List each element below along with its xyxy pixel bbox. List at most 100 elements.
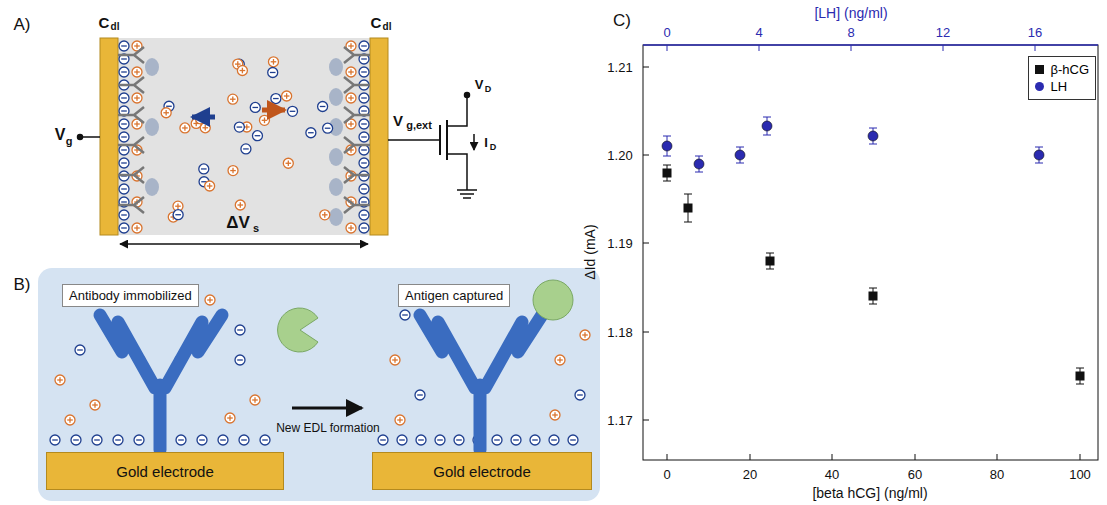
signal-name: V [393,113,403,128]
scatter-chart [643,45,1098,460]
antibody [118,47,144,63]
drawing-path [100,315,222,450]
drawing-line [201,168,207,169]
drawing-circle [271,94,281,104]
drawing-circle [320,210,330,220]
anion [271,94,281,104]
anion [359,119,369,129]
antibody [344,167,370,183]
anion [119,93,129,103]
drawing-line [643,44,1098,46]
cation [259,115,269,125]
tick-label: 40 [825,468,839,481]
anion [250,102,260,112]
anion [323,123,333,133]
drawing-line [570,439,576,440]
drawing-circle [119,67,129,77]
drawing-line [136,225,137,231]
drawing-g [667,45,1035,51]
drawing-line [456,439,462,440]
cation [205,181,215,191]
drawing-line [237,126,243,127]
drawing-line [290,111,296,112]
anion [397,435,407,445]
drawing-line [667,454,668,460]
tick-label: 1.18 [607,326,632,339]
anion [199,164,209,174]
drawing-line [242,68,243,74]
legend-marker [1035,82,1044,91]
drawing-line [199,439,205,440]
antigen [329,208,343,226]
drawing-line [241,439,247,440]
data-point [762,121,772,131]
drawing-circle [180,123,190,133]
drawing-line [237,359,243,360]
gold-electrode: Gold electrode [372,452,592,490]
drawing-circle [259,115,269,125]
legend: β-hCGLH [1028,56,1096,100]
drawing-circle [197,435,207,445]
drawing-circle [65,415,75,425]
drawing-line [262,439,268,440]
cation [395,415,405,425]
panel-letter: B) [14,276,31,293]
drawing-line [667,45,668,51]
drawing-line [273,98,279,99]
cation [228,166,238,176]
drawing-circle [173,210,183,220]
anion [119,223,129,233]
drawing-circle [359,132,369,142]
antigen [145,178,159,196]
drawing-rect [643,45,1098,460]
drawing-circle [71,435,81,445]
drawing-line [325,128,331,129]
antigen [329,178,343,196]
drawing-circle [205,295,215,305]
anion [92,435,102,445]
antigen [145,58,159,76]
anion [511,435,521,445]
anion [218,435,228,445]
anion [176,435,186,445]
subscript: D [485,85,492,94]
drawing-circle [359,67,369,77]
drawing-line [243,148,249,149]
drawing-circle [75,345,85,355]
drawing-circle [252,131,262,141]
drawing-line [69,417,70,423]
drawing-circle [237,66,247,76]
anion [359,93,369,103]
drawing-line [350,43,351,49]
anion [359,184,369,194]
drawing-line [254,397,255,403]
tick-label: 0 [663,26,670,39]
drawing-circle [228,166,238,176]
antibody [100,315,542,450]
drawing-line [559,357,560,363]
drawing-line [220,439,226,440]
tick-label: 8 [847,26,854,39]
drawing-path [344,197,370,213]
drawing-circle [346,93,356,103]
drawing-path [344,107,370,123]
anion [359,158,369,168]
drawing-line [255,135,261,136]
drawing-line [232,168,233,174]
cation [161,108,171,118]
data-point [1034,150,1044,160]
cation [132,67,142,77]
drawing-circle [268,67,278,77]
axis-title: ΔId (mA) [583,224,597,279]
drawing-line [361,149,367,150]
drawing-line [94,402,95,408]
cation [282,91,292,101]
data-point [684,204,693,213]
drawing-line [121,97,127,98]
drawing-line [851,45,852,51]
anion [454,435,464,445]
anion [530,435,540,445]
anion [50,435,60,445]
drawing-path [344,167,370,183]
drawing-line [643,67,649,68]
